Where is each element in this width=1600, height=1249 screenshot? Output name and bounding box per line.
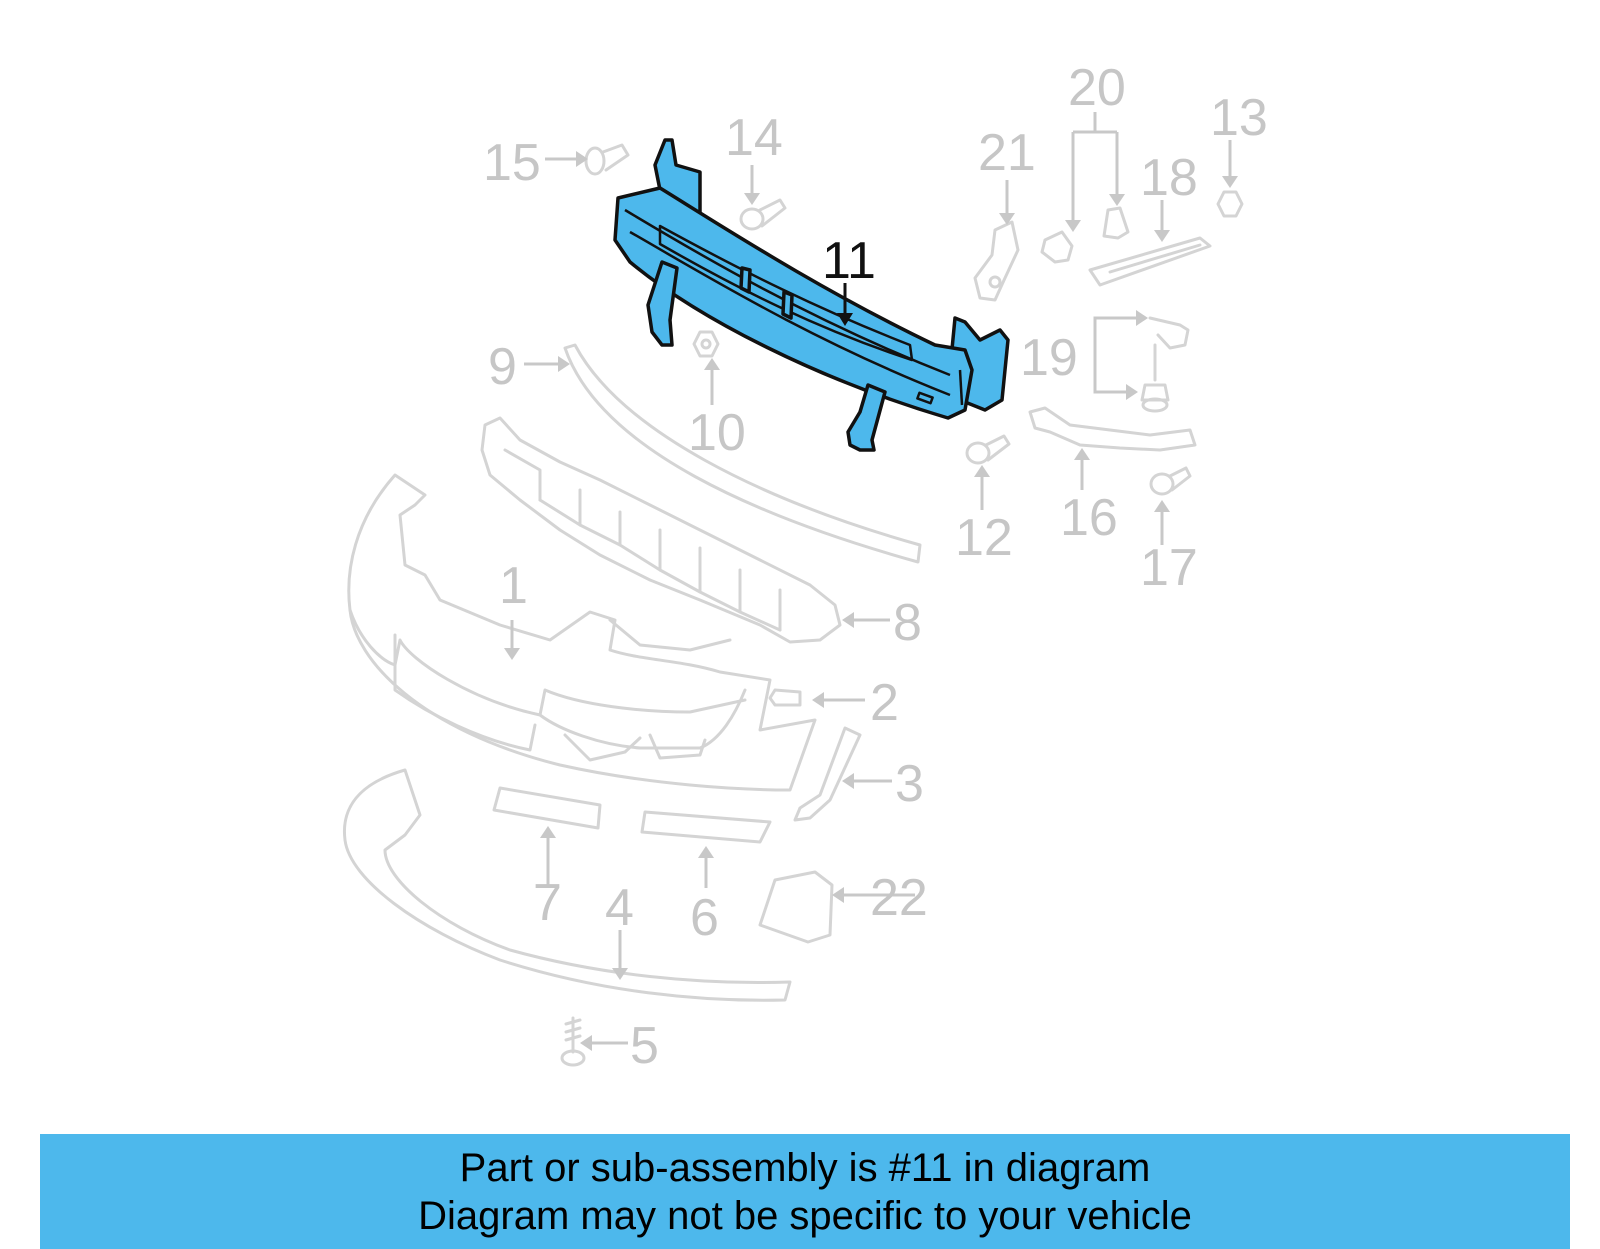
- part-10-nut: [692, 330, 720, 358]
- callout-6: 6: [690, 889, 719, 947]
- callout-12: 12: [955, 509, 1013, 567]
- part-18-strip: [1088, 236, 1212, 287]
- callout-16: 16: [1060, 489, 1118, 547]
- part-17-bolt: [1149, 466, 1192, 496]
- part-9-strip: [563, 343, 922, 564]
- part-4-lower-cover: [342, 768, 792, 1002]
- part-16-bracket: [1028, 406, 1197, 452]
- callout-11: 11: [822, 232, 876, 290]
- part-15-bolt: [584, 143, 630, 176]
- part-1-bumper-cover: [347, 473, 817, 792]
- info-banner: Part or sub-assembly is #11 in diagram D…: [40, 1134, 1570, 1249]
- callout-2: 2: [870, 674, 899, 732]
- part-3-bracket: [793, 726, 862, 822]
- callout-18: 18: [1140, 149, 1198, 207]
- part-11-reinforcement-beam: [613, 138, 1010, 452]
- callout-7: 7: [533, 874, 562, 932]
- callout-3: 3: [895, 755, 924, 813]
- part-14-bolt: [739, 198, 787, 231]
- part-21-bracket: [973, 220, 1020, 302]
- part-7-trim: [492, 786, 602, 830]
- leader-lines: [504, 112, 1238, 1051]
- callout-11-group: 11: [822, 232, 876, 326]
- callout-1: 1: [499, 557, 528, 615]
- callout-14: 14: [725, 109, 783, 167]
- callout-10: 10: [688, 404, 746, 462]
- part-2-clip: [768, 688, 802, 707]
- callout-labels: 1 2 3 4 5 6 7 8 9 10 12 13 14 15 16 17 1…: [483, 59, 1268, 1075]
- part-5-bolt: [560, 1016, 586, 1067]
- callout-15: 15: [483, 134, 541, 192]
- callout-21: 21: [978, 124, 1036, 182]
- callout-4: 4: [605, 879, 634, 937]
- callout-9: 9: [488, 338, 517, 396]
- part-8-energy-absorber: [480, 416, 842, 644]
- callout-8: 8: [893, 594, 922, 652]
- part-22-cap: [758, 870, 834, 944]
- callout-5: 5: [630, 1017, 659, 1075]
- part-13-nut: [1216, 190, 1244, 218]
- callout-17: 17: [1140, 539, 1198, 597]
- part-6-trim: [640, 810, 772, 844]
- part-12-bolt: [965, 434, 1011, 465]
- banner-line-1: Part or sub-assembly is #11 in diagram: [459, 1145, 1151, 1190]
- callout-13: 13: [1210, 89, 1268, 147]
- callout-22: 22: [870, 869, 928, 927]
- banner-line-2: Diagram may not be specific to your vehi…: [418, 1193, 1192, 1238]
- parts-diagram: 1 2 3 4 5 6 7 8 9 10 12 13 14 15 16 17 1…: [342, 59, 1268, 1075]
- part-19-fasteners: [1140, 316, 1190, 413]
- callout-19: 19: [1020, 329, 1078, 387]
- callout-20: 20: [1068, 59, 1126, 117]
- part-20-clips: [1040, 206, 1130, 264]
